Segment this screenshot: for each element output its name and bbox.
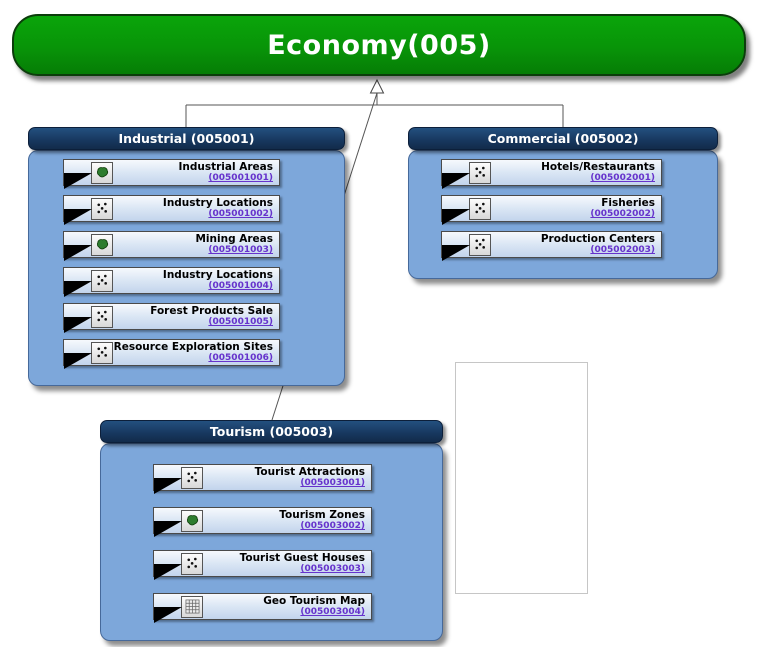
- layer-code[interactable]: (005001006): [208, 353, 273, 364]
- layer-labels: Tourism Zones(005003002): [203, 509, 371, 531]
- layer-labels: Geo Tourism Map(005003004): [203, 595, 371, 617]
- layer-name: Fisheries: [601, 197, 655, 210]
- grid-icon: [181, 595, 203, 618]
- layer-name: Production Centers: [540, 233, 655, 246]
- layer-labels: Resource Exploration Sites(005001006): [113, 341, 279, 363]
- points-icon: [469, 197, 491, 220]
- layer-code[interactable]: (005003003): [300, 564, 365, 575]
- layer-item[interactable]: Hotels/Restaurants(005002001): [441, 159, 662, 189]
- group-title: Industrial (005001): [118, 131, 255, 146]
- flow-arrow-icon: [369, 78, 385, 94]
- group-header-commercial[interactable]: Commercial (005002): [408, 127, 718, 150]
- layer-item[interactable]: Industrial Areas(005001001): [63, 159, 280, 189]
- points-icon: [91, 305, 113, 328]
- points-icon: [91, 197, 113, 220]
- polygon-icon: [181, 509, 203, 532]
- layer-code[interactable]: (005001005): [208, 317, 273, 328]
- layer-name: Resource Exploration Sites: [113, 341, 273, 354]
- layer-name: Tourist Attractions: [254, 466, 365, 479]
- fold-triangle-icon: [154, 564, 182, 580]
- points-icon: [91, 269, 113, 292]
- layer-code[interactable]: (005001002): [208, 209, 273, 220]
- layer-item[interactable]: Tourism Zones(005003002): [153, 507, 372, 537]
- layer-item[interactable]: Tourist Guest Houses(005003003): [153, 550, 372, 580]
- fold-triangle-icon: [154, 478, 182, 494]
- layer-name: Forest Products Sale: [150, 305, 273, 318]
- layer-item[interactable]: Industry Locations(005001004): [63, 267, 280, 297]
- root-node-label: Economy(005): [267, 29, 491, 61]
- layer-code[interactable]: (005001004): [208, 281, 273, 292]
- layer-name: Geo Tourism Map: [263, 595, 365, 608]
- fold-triangle-icon: [64, 209, 92, 225]
- fold-triangle-icon: [442, 245, 470, 261]
- layer-labels: Mining Areas(005001003): [113, 233, 279, 255]
- fold-triangle-icon: [442, 209, 470, 225]
- layer-labels: Tourist Guest Houses(005003003): [203, 552, 371, 574]
- layer-code[interactable]: (005001001): [208, 173, 273, 184]
- layer-labels: Forest Products Sale(005001005): [113, 305, 279, 327]
- group-commercial: Commercial (005002) Hotels/Restaurants(0…: [408, 127, 718, 279]
- layer-item[interactable]: Tourist Attractions(005003001): [153, 464, 372, 494]
- fold-triangle-icon: [64, 281, 92, 297]
- layer-code[interactable]: (005002001): [590, 173, 655, 184]
- layer-name: Industry Locations: [162, 197, 273, 210]
- layer-labels: Hotels/Restaurants(005002001): [491, 161, 661, 183]
- points-icon: [91, 341, 113, 364]
- layer-item[interactable]: Geo Tourism Map(005003004): [153, 593, 372, 623]
- fold-triangle-icon: [64, 353, 92, 369]
- group-industrial: Industrial (005001) Industrial Areas(005…: [28, 127, 345, 386]
- layer-code[interactable]: (005002002): [590, 209, 655, 220]
- layer-labels: Industrial Areas(005001001): [113, 161, 279, 183]
- points-icon: [181, 552, 203, 575]
- group-body-tourism: Tourist Attractions(005003001) Tourism Zo…: [100, 443, 443, 641]
- layer-labels: Industry Locations(005001002): [113, 197, 279, 219]
- layer-item[interactable]: Fisheries(005002002): [441, 195, 662, 225]
- layer-code[interactable]: (005003002): [300, 521, 365, 532]
- group-tourism: Tourism (005003) Tourist Attractions(005…: [100, 420, 443, 641]
- polygon-icon: [91, 233, 113, 256]
- fold-triangle-icon: [64, 173, 92, 189]
- group-title: Commercial (005002): [487, 131, 639, 146]
- layer-code[interactable]: (005003001): [300, 478, 365, 489]
- layer-item[interactable]: Production Centers(005002003): [441, 231, 662, 261]
- layer-code[interactable]: (005001003): [208, 245, 273, 256]
- root-node-economy[interactable]: Economy(005): [12, 14, 746, 76]
- group-header-tourism[interactable]: Tourism (005003): [100, 420, 443, 443]
- group-title: Tourism (005003): [209, 424, 334, 439]
- layer-item[interactable]: Resource Exploration Sites(005001006): [63, 339, 280, 369]
- layer-name: Tourism Zones: [279, 509, 365, 522]
- layer-name: Tourist Guest Houses: [239, 552, 365, 565]
- fold-triangle-icon: [64, 245, 92, 261]
- layer-name: Industry Locations: [162, 269, 273, 282]
- layer-labels: Fisheries(005002002): [491, 197, 661, 219]
- layer-labels: Industry Locations(005001004): [113, 269, 279, 291]
- layer-name: Mining Areas: [195, 233, 273, 246]
- points-icon: [469, 161, 491, 184]
- fold-triangle-icon: [64, 317, 92, 333]
- fold-triangle-icon: [442, 173, 470, 189]
- layer-name: Hotels/Restaurants: [541, 161, 655, 174]
- faint-rectangle: [455, 362, 588, 594]
- fold-triangle-icon: [154, 607, 182, 623]
- layer-code[interactable]: (005002003): [590, 245, 655, 256]
- layer-name: Industrial Areas: [178, 161, 273, 174]
- layer-item[interactable]: Industry Locations(005001002): [63, 195, 280, 225]
- layer-item[interactable]: Forest Products Sale(005001005): [63, 303, 280, 333]
- layer-item[interactable]: Mining Areas(005001003): [63, 231, 280, 261]
- points-icon: [469, 233, 491, 256]
- group-body-industrial: Industrial Areas(005001001) Industry Loca…: [28, 150, 345, 386]
- polygon-icon: [91, 161, 113, 184]
- layer-labels: Tourist Attractions(005003001): [203, 466, 371, 488]
- fold-triangle-icon: [154, 521, 182, 537]
- layer-code[interactable]: (005003004): [300, 607, 365, 618]
- group-body-commercial: Hotels/Restaurants(005002001)Fisheries(0…: [408, 150, 718, 279]
- points-icon: [181, 466, 203, 489]
- layer-labels: Production Centers(005002003): [491, 233, 661, 255]
- group-header-industrial[interactable]: Industrial (005001): [28, 127, 345, 150]
